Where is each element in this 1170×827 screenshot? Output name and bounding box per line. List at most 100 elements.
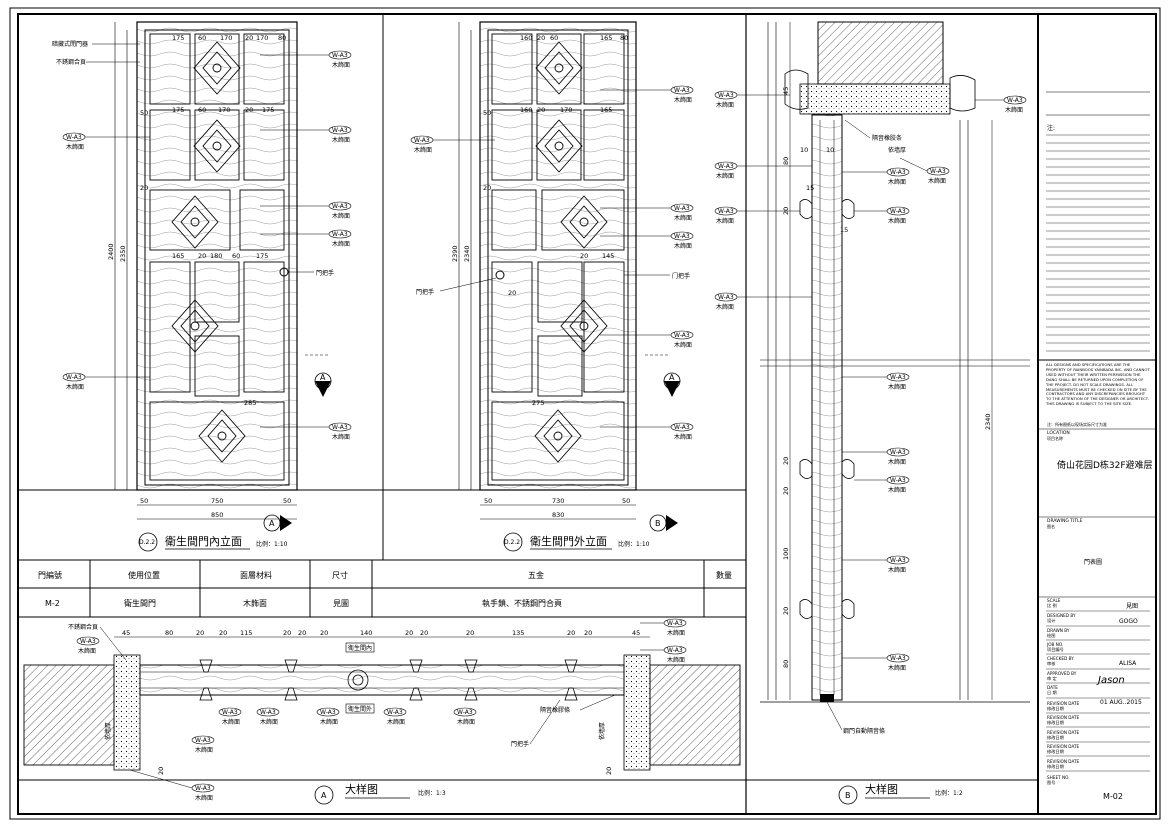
- outer-elevation: 160 20 60 165 80 160 20 170 165 145 20 2…: [410, 21, 694, 552]
- svg-text:W-A3: W-A3: [930, 168, 946, 175]
- svg-text:REVISION DATE: REVISION DATE: [1047, 730, 1080, 735]
- svg-text:木飾面: 木飾面: [260, 718, 278, 726]
- project-name: 倚山花园D栋32F避难层: [1057, 459, 1153, 471]
- svg-text:50: 50: [140, 497, 148, 505]
- title-block: 注: ALL DESIGNS AND SPECIFICATIONS ARE TH…: [1038, 91, 1156, 801]
- svg-text:不銹鋼合頁: 不銹鋼合頁: [56, 58, 86, 66]
- svg-text:W-A3: W-A3: [332, 127, 348, 134]
- svg-text:木飾面: 木飾面: [332, 61, 350, 69]
- svg-text:审核: 审核: [1047, 660, 1056, 667]
- svg-text:W-A3: W-A3: [890, 655, 906, 662]
- svg-text:日 期: 日 期: [1047, 690, 1057, 696]
- svg-text:165: 165: [600, 106, 612, 114]
- svg-text:20: 20: [196, 629, 204, 637]
- handle-icon: [495, 270, 505, 280]
- svg-text:W-A3: W-A3: [667, 647, 683, 654]
- svg-text:180: 180: [210, 252, 222, 260]
- svg-text:比 例: 比 例: [1047, 602, 1057, 609]
- svg-text:20: 20: [466, 629, 474, 637]
- svg-text:170: 170: [256, 34, 268, 42]
- svg-text:175: 175: [262, 106, 274, 114]
- svg-text:修改日期: 修改日期: [1047, 705, 1064, 712]
- svg-text:730: 730: [552, 497, 564, 505]
- svg-text:20: 20: [567, 629, 575, 637]
- svg-text:W-A3: W-A3: [332, 52, 348, 59]
- svg-text:見图: 見图: [1126, 603, 1138, 610]
- svg-text:W-A3: W-A3: [674, 233, 690, 240]
- svg-text:W-A3: W-A3: [674, 424, 690, 431]
- svg-text:60: 60: [198, 34, 206, 42]
- svg-text:修改日期: 修改日期: [1047, 734, 1064, 741]
- svg-text:A: A: [321, 791, 327, 800]
- svg-text:20: 20: [320, 629, 328, 637]
- svg-text:APPROVED BY: APPROVED BY: [1047, 671, 1077, 676]
- svg-text:140: 140: [360, 629, 372, 637]
- svg-text:木飾面: 木飾面: [674, 214, 692, 222]
- svg-text:W-A3: W-A3: [674, 332, 690, 339]
- svg-text:W-A3: W-A3: [890, 374, 906, 381]
- svg-text:20: 20: [483, 184, 491, 192]
- svg-text:REVISION DATE: REVISION DATE: [1047, 759, 1080, 764]
- svg-text:20: 20: [605, 767, 613, 775]
- svg-text:45: 45: [122, 629, 130, 637]
- svg-text:W-A3: W-A3: [66, 374, 82, 381]
- svg-text:門把手: 門把手: [316, 269, 334, 277]
- svg-text:175: 175: [172, 106, 184, 114]
- svg-text:REVISION DATE: REVISION DATE: [1047, 701, 1080, 706]
- svg-text:W-A3: W-A3: [890, 449, 906, 456]
- table-header: 五金: [528, 570, 544, 580]
- svg-text:B: B: [845, 791, 851, 800]
- svg-text:图号: 图号: [1047, 780, 1055, 786]
- svg-text:20: 20: [537, 106, 545, 114]
- table-header: 尺寸: [332, 570, 348, 580]
- svg-text:W-A3: W-A3: [66, 134, 82, 141]
- svg-text:A: A: [269, 519, 275, 528]
- svg-text:170: 170: [220, 34, 232, 42]
- svg-text:修改日期: 修改日期: [1047, 763, 1064, 770]
- svg-text:木飾面: 木飾面: [1005, 106, 1023, 114]
- svg-text:60: 60: [232, 252, 240, 260]
- section-b: 45 80 10 10 15 20 15 2340 20 20 100 20 8…: [714, 21, 1030, 805]
- svg-text:木飾面: 木飾面: [195, 746, 213, 754]
- svg-text:50: 50: [622, 497, 630, 505]
- svg-text:175: 175: [172, 34, 184, 42]
- svg-text:W-A3: W-A3: [80, 638, 96, 645]
- svg-text:W-A3: W-A3: [890, 477, 906, 484]
- inner-border: [17, 13, 1157, 815]
- svg-text:DATE: DATE: [1047, 685, 1058, 690]
- svg-text:160: 160: [520, 106, 532, 114]
- svg-text:W-A3: W-A3: [674, 87, 690, 94]
- svg-text:20: 20: [298, 629, 306, 637]
- svg-text:木飾面: 木飾面: [66, 383, 84, 391]
- svg-text:10: 10: [800, 146, 808, 154]
- svg-text:20: 20: [537, 34, 545, 42]
- svg-text:01 AUG..2015: 01 AUG..2015: [1100, 699, 1142, 706]
- svg-text:W-A3: W-A3: [674, 205, 690, 212]
- svg-text:80: 80: [620, 34, 628, 42]
- svg-text:隔音橡膠條: 隔音橡膠條: [540, 706, 570, 714]
- svg-text:275: 275: [532, 399, 544, 407]
- svg-text:45: 45: [782, 87, 790, 95]
- svg-text:165: 165: [600, 34, 612, 42]
- svg-text:W-A3: W-A3: [387, 709, 403, 716]
- svg-text:W-A3: W-A3: [332, 424, 348, 431]
- outer-border: [9, 7, 1161, 820]
- svg-text:CHECKED BY: CHECKED BY: [1047, 656, 1074, 661]
- svg-text:W-A3: W-A3: [718, 163, 734, 170]
- svg-text:木飾面: 木飾面: [332, 136, 350, 144]
- drawing-title: 門表圖: [1084, 558, 1102, 566]
- svg-text:50: 50: [483, 109, 491, 117]
- svg-text:REVISION DATE: REVISION DATE: [1047, 715, 1080, 720]
- svg-text:比例：1:3: 比例：1:3: [418, 789, 446, 797]
- door-schedule-table: 門編號 使用位置 面層材料 尺寸 五金 數量 M-2 衛生間門 木飾面 見圖 執…: [38, 560, 732, 617]
- svg-text:50: 50: [140, 109, 148, 117]
- svg-text:木飾面: 木飾面: [888, 664, 906, 672]
- svg-text:木飾面: 木飾面: [66, 143, 84, 151]
- signature: Jason: [1096, 675, 1125, 686]
- svg-text:W-A3: W-A3: [332, 203, 348, 210]
- svg-text:20: 20: [245, 106, 253, 114]
- svg-text:80: 80: [278, 34, 286, 42]
- svg-text:木飾面: 木飾面: [888, 486, 906, 494]
- svg-text:170: 170: [218, 106, 230, 114]
